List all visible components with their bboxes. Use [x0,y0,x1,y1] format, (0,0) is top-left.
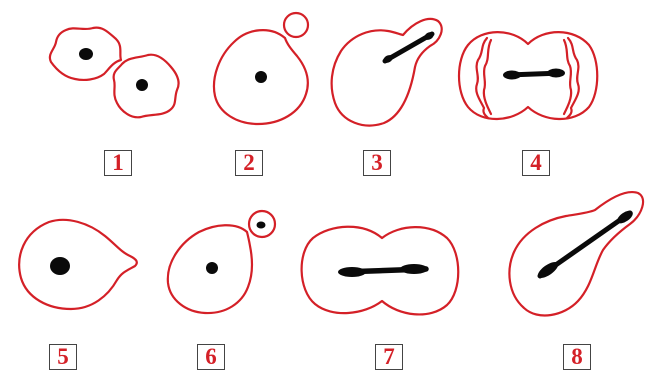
panel-label-5: 5 [49,344,77,370]
panel-5-figure [19,220,137,309]
panel-2-nucleus [255,71,267,83]
panel-2-bud-outline [284,13,308,37]
panel-8-figure [509,192,643,315]
panel-7-rod-knob-left [338,267,366,277]
panel-8-cell-outline [509,192,643,315]
panel-4-right-furrow-2 [564,40,571,114]
panel-4-rod-knob-right [547,69,565,78]
panel-4-left-furrow-2 [484,40,491,114]
panel-label-7: 7 [375,344,403,370]
panel-4-figure [459,32,597,119]
panel-6-nucleus [206,262,218,274]
panel-6-figure [168,211,275,313]
panel-4-rod-knob-left [503,71,521,80]
panel-7-figure [302,227,459,315]
panel-6-bud-nucleus [257,222,266,229]
panel-1-figure [50,28,179,118]
panel-label-1: 1 [104,150,132,176]
panel-5-cell-outline [19,220,137,309]
panel-7-rod-knob-right [400,264,428,274]
panel-label-2: 2 [235,150,263,176]
panel-label-8: 8 [563,344,591,370]
panel-1-lower-nucleus [136,79,148,91]
panel-label-4: 4 [522,150,550,176]
panel-3-figure [332,19,442,126]
panel-5-nucleus [50,257,70,275]
panel-2-figure [214,13,308,124]
panel-label-3: 3 [363,150,391,176]
panel-1-upper-nucleus [79,48,93,60]
panel-label-6: 6 [197,344,225,370]
